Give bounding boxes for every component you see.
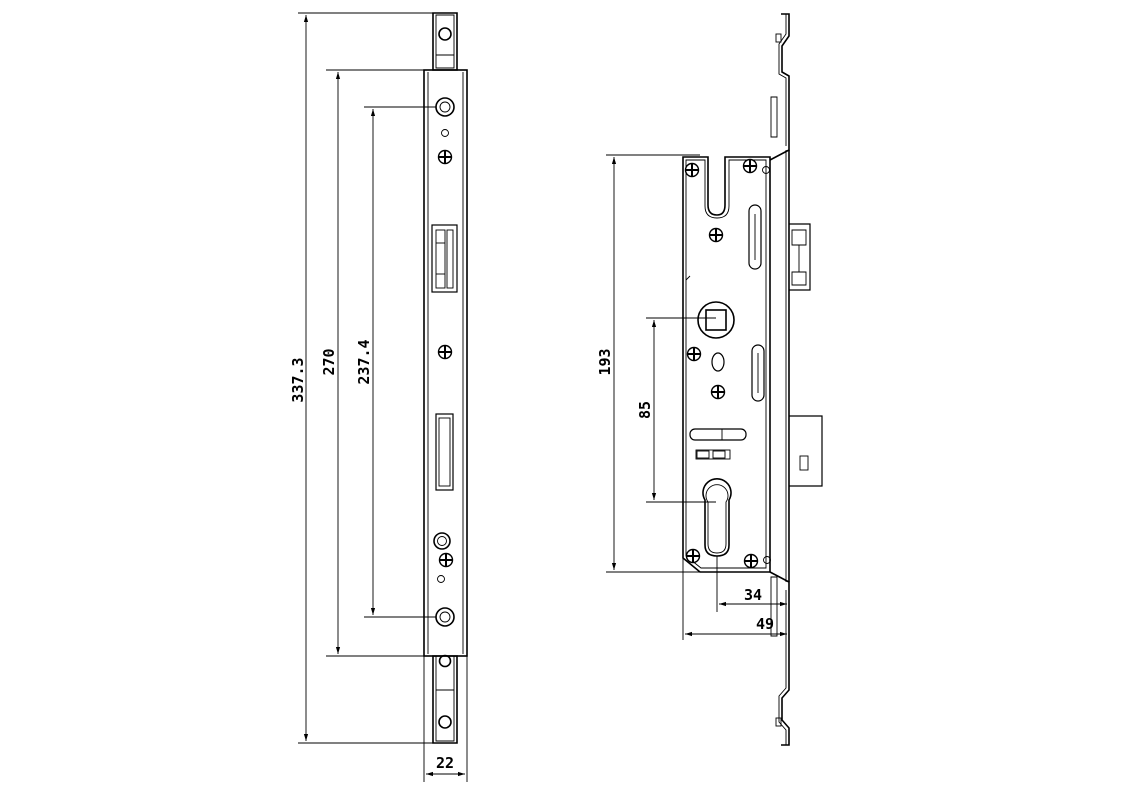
slot-top: [748, 204, 762, 270]
screw-icon: [708, 227, 724, 243]
dim-backset: 34: [744, 586, 762, 604]
screw-icon: [743, 553, 759, 569]
small-hole-icon: [441, 129, 449, 137]
dim-length-inner: 270: [320, 348, 338, 375]
side-view: 193 85 34 49: [596, 13, 823, 746]
latch: [789, 415, 823, 487]
horizontal-slot: [689, 428, 747, 441]
small-slots: [695, 449, 731, 460]
screw-icon: [742, 158, 758, 174]
hookbolt: [789, 223, 811, 291]
screw-icon: [684, 162, 700, 178]
screw-icon: [437, 344, 453, 360]
cylinder-cutout: [702, 478, 732, 557]
bottom-hole-group: [433, 532, 454, 583]
bottom-tab: [432, 655, 458, 744]
front-view: 337.3 270 237.4 22: [289, 12, 468, 782]
bottom-fixing-hole: [435, 607, 455, 627]
screw-icon: [437, 149, 453, 165]
screw-icon: [710, 384, 726, 400]
screw-icon: [685, 548, 701, 564]
screw-icon: [686, 346, 702, 362]
faceplate-profile-top: [769, 13, 790, 161]
slot-mid: [751, 344, 765, 402]
latch-slot: [435, 413, 454, 491]
lock-case: [682, 156, 771, 573]
dim-overall-length: 337.3: [289, 357, 307, 402]
dim-centre-distance: 85: [636, 401, 654, 419]
dim-hole-pitch: 237.4: [355, 339, 373, 384]
spindle-follower: [697, 301, 735, 339]
top-fixing-hole: [435, 97, 455, 117]
hookbolt-slot: [431, 224, 458, 293]
dim-total-case-height: 193: [596, 348, 614, 375]
dim-faceplate-width: 22: [436, 754, 454, 772]
top-tab: [432, 12, 458, 71]
dim-case-depth: 49: [756, 615, 774, 633]
top-tab-hole: [438, 27, 452, 41]
